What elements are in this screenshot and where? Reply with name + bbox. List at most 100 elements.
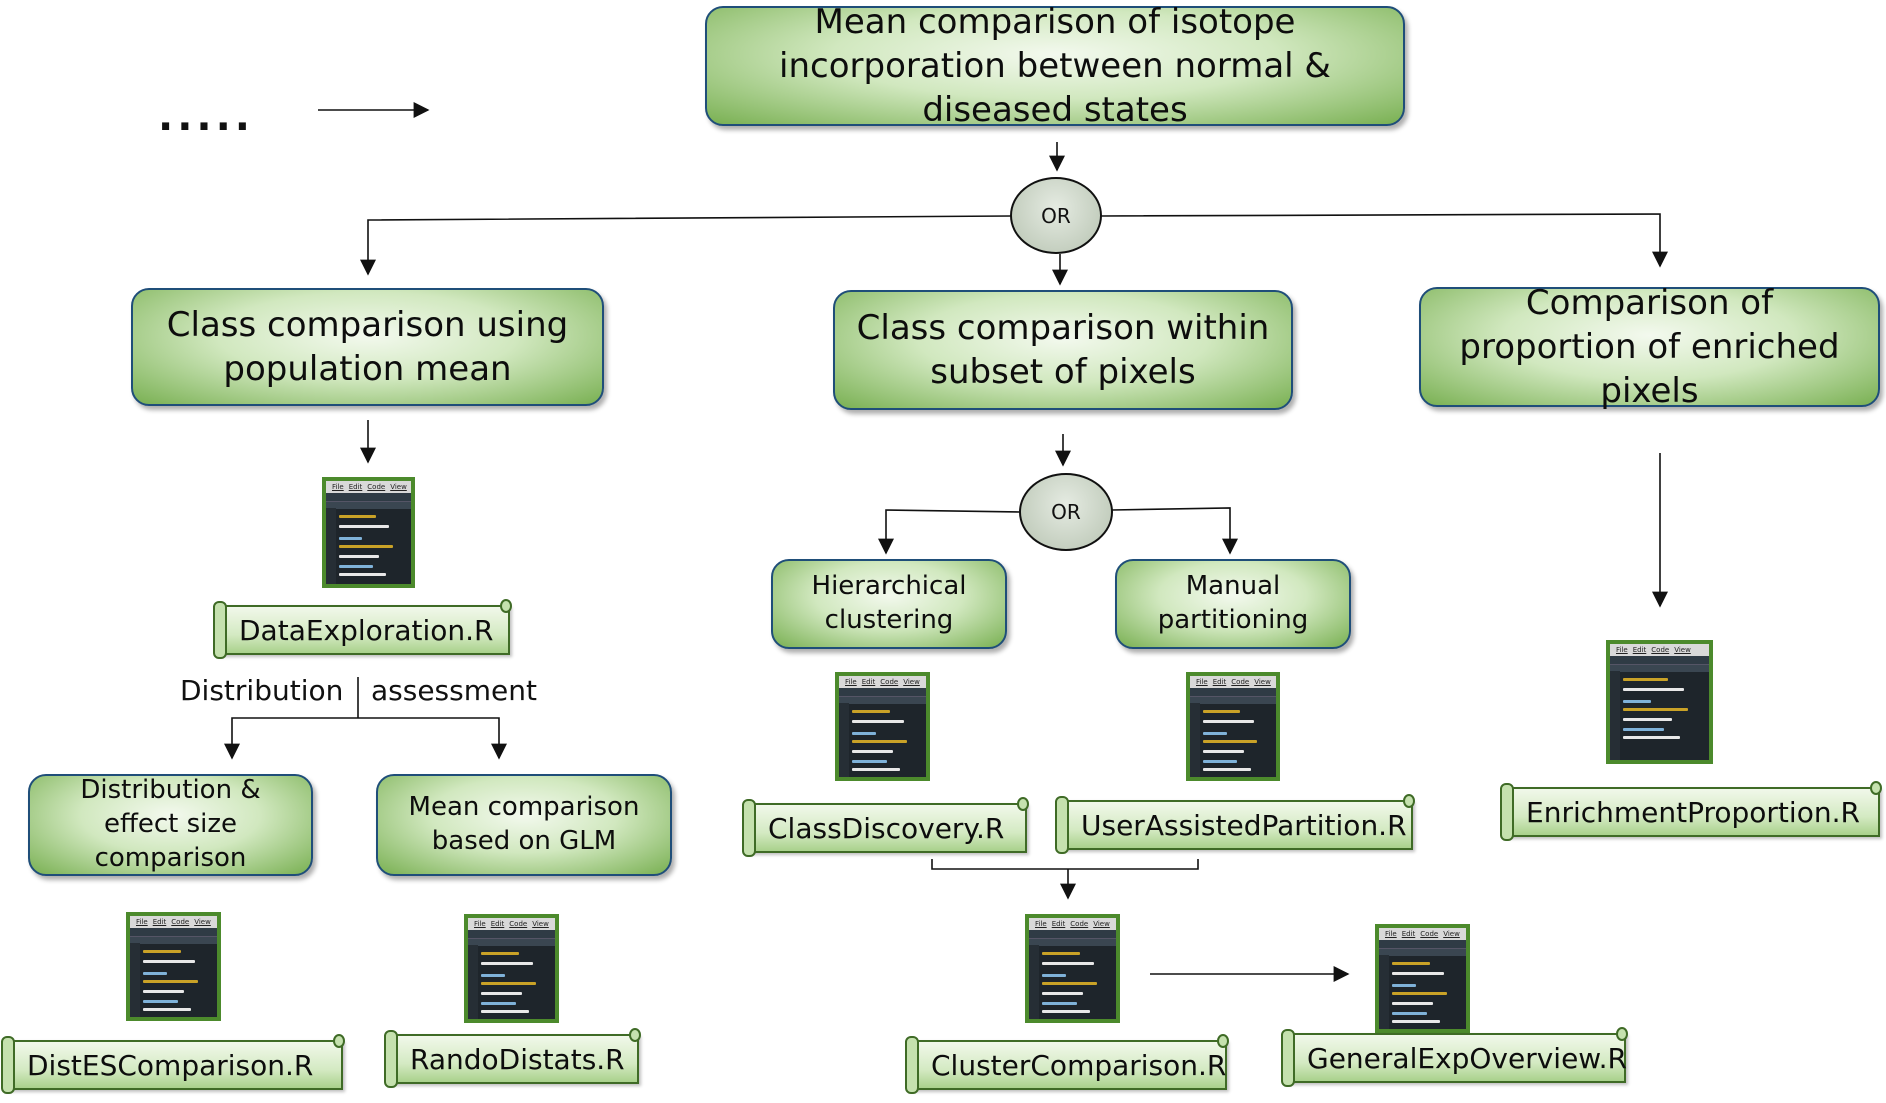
ide-line-gutter [1610, 671, 1620, 760]
ide-code-line [1042, 952, 1080, 955]
ide-code-line [143, 972, 167, 975]
ide-code-line [1042, 1002, 1077, 1005]
ide-menu-label: Code [171, 918, 190, 926]
split-right-connector [358, 717, 507, 760]
ide-code-line [1392, 972, 1444, 975]
branch-center-box: Class comparison within subset of pixels [833, 290, 1293, 410]
script-name-label: UserAssistedPartition.R [1081, 808, 1407, 842]
ide-code-line [1042, 982, 1097, 985]
script-name-label: RandoDistats.R [410, 1042, 625, 1076]
ide-menu-label: Code [1070, 920, 1089, 928]
ide-menu-label: View [903, 678, 920, 686]
branch-right-box: Comparison of proportion of enriched pix… [1419, 283, 1880, 411]
script-scroll-data-exploration: DataExploration.R [213, 599, 512, 659]
ide-toolbar [1029, 930, 1116, 939]
ide-menu-label: Edit [1632, 646, 1647, 654]
glm-label: Mean comparison based on GLM [408, 792, 640, 856]
or-node-middle: OR [1019, 473, 1113, 551]
ide-toolbar [839, 688, 926, 697]
or-node-top: OR [1010, 177, 1102, 254]
script-name-label: ClusterComparison.R [931, 1048, 1227, 1082]
ide-menu-label: Code [880, 678, 899, 686]
ide-code-line [1623, 700, 1651, 703]
ide-code-line [852, 732, 876, 735]
ide-toolbar [1379, 940, 1466, 949]
ide-menu-label: View [1254, 678, 1271, 686]
manual-label: Manual partitioning [1157, 571, 1309, 635]
script-name-label: GeneralExpOverview.R [1307, 1041, 1627, 1075]
ide-code-line [1392, 984, 1416, 987]
ide-line-gutter [1190, 703, 1200, 777]
ide-code-line [481, 962, 533, 965]
ide-menu-label: Edit [348, 483, 363, 491]
rstudio-thumbnail-icon: File Edit Code View [835, 672, 930, 781]
ide-code-line [1623, 718, 1672, 721]
ide-code-line [1203, 710, 1240, 713]
ide-code-line [339, 545, 393, 548]
ide-code-line [1392, 992, 1447, 995]
or-to-manual-connector [1111, 507, 1238, 555]
script-name-label: DistESComparison.R [27, 1048, 314, 1082]
ide-menu-label: File [1196, 678, 1208, 686]
ide-menu-label: File [845, 678, 857, 686]
ide-code-line [481, 992, 522, 995]
or-to-hierarchical-connector [878, 509, 1021, 555]
script-scroll-dist-es: DistESComparison.R [1, 1034, 345, 1094]
ide-toolbar [1610, 656, 1709, 665]
dist-es-label: Distribution & effect size comparison [80, 775, 261, 873]
ide-code-line [1623, 688, 1684, 691]
ide-menu-label: File [136, 918, 148, 926]
ide-menu-label: File [1616, 646, 1628, 654]
split-left-connector [224, 717, 358, 760]
ide-code-line [143, 1000, 178, 1003]
ide-menu-label: View [1674, 646, 1691, 654]
ide-menubar: File Edit Code View [839, 676, 926, 688]
ide-code-line [1203, 768, 1251, 771]
ellipsis-marker: ..... [158, 94, 254, 140]
ide-code-line [143, 990, 184, 993]
ide-code-line [481, 974, 505, 977]
ide-code-line [852, 760, 887, 763]
ide-code-line [339, 515, 376, 518]
ide-menu-label: Edit [152, 918, 167, 926]
ide-menu-label: View [1093, 920, 1110, 928]
script-scroll-user-partition: UserAssistedPartition.R [1055, 794, 1415, 854]
ide-code-line [143, 960, 195, 963]
merge-bracket [931, 859, 1199, 870]
script-name-label: DataExploration.R [239, 613, 494, 647]
ide-menu-label: Edit [1401, 930, 1416, 938]
ide-menu-label: File [1035, 920, 1047, 928]
main-title-label: Mean comparison of isotope incorporation… [779, 1, 1331, 131]
ide-tabs [839, 697, 926, 704]
branch-left-label: Class comparison using population mean [166, 304, 569, 389]
ide-tabs [326, 502, 411, 509]
ide-menu-label: Code [1651, 646, 1670, 654]
ide-code-line [1623, 736, 1680, 739]
ide-menu-label: Edit [1212, 678, 1227, 686]
ide-menu-label: Edit [861, 678, 876, 686]
ide-code-line [852, 720, 904, 723]
ide-code-line [1623, 728, 1664, 731]
ide-toolbar [130, 928, 217, 937]
ide-line-gutter [326, 508, 336, 584]
hierarchical-label: Hierarchical clustering [811, 571, 967, 635]
ide-code-line [1392, 1012, 1427, 1015]
ide-code-line [143, 980, 198, 983]
ide-code-line [339, 573, 386, 576]
ide-menu-label: Code [367, 483, 386, 491]
dist-es-box: Distribution & effect size comparison [28, 774, 313, 876]
split-label-right: assessment [371, 674, 537, 707]
split-label-left: Distribution [180, 674, 344, 707]
ide-line-gutter [1029, 945, 1039, 1019]
script-scroll-cluster-comparison: ClusterComparison.R [905, 1034, 1229, 1094]
ide-code-line [143, 1008, 191, 1011]
ide-code-line [339, 525, 389, 528]
